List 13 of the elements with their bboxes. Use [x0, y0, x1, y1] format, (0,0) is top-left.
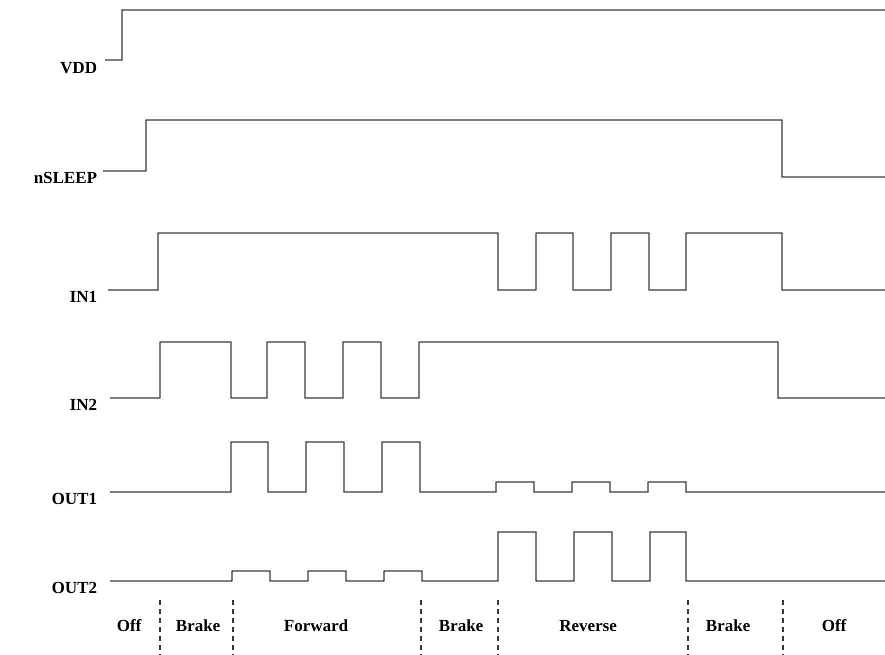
signal-name: IN1 — [70, 287, 97, 307]
signal-name: IN2 — [70, 395, 97, 415]
phase-label: Brake — [438, 616, 484, 636]
phase-label: Off — [822, 616, 846, 636]
signal-name: nSLEEP — [34, 168, 97, 188]
signal-name: VDD — [60, 58, 97, 78]
phase-label: Reverse — [559, 616, 617, 636]
signal-name: OUT2 — [52, 578, 97, 598]
phase-label: Brake — [176, 616, 220, 636]
phase-label: Forward — [284, 616, 348, 636]
signal-name: OUT1 — [52, 489, 97, 509]
phase-label: Off — [116, 616, 142, 636]
phase-label: Brake — [706, 616, 750, 636]
